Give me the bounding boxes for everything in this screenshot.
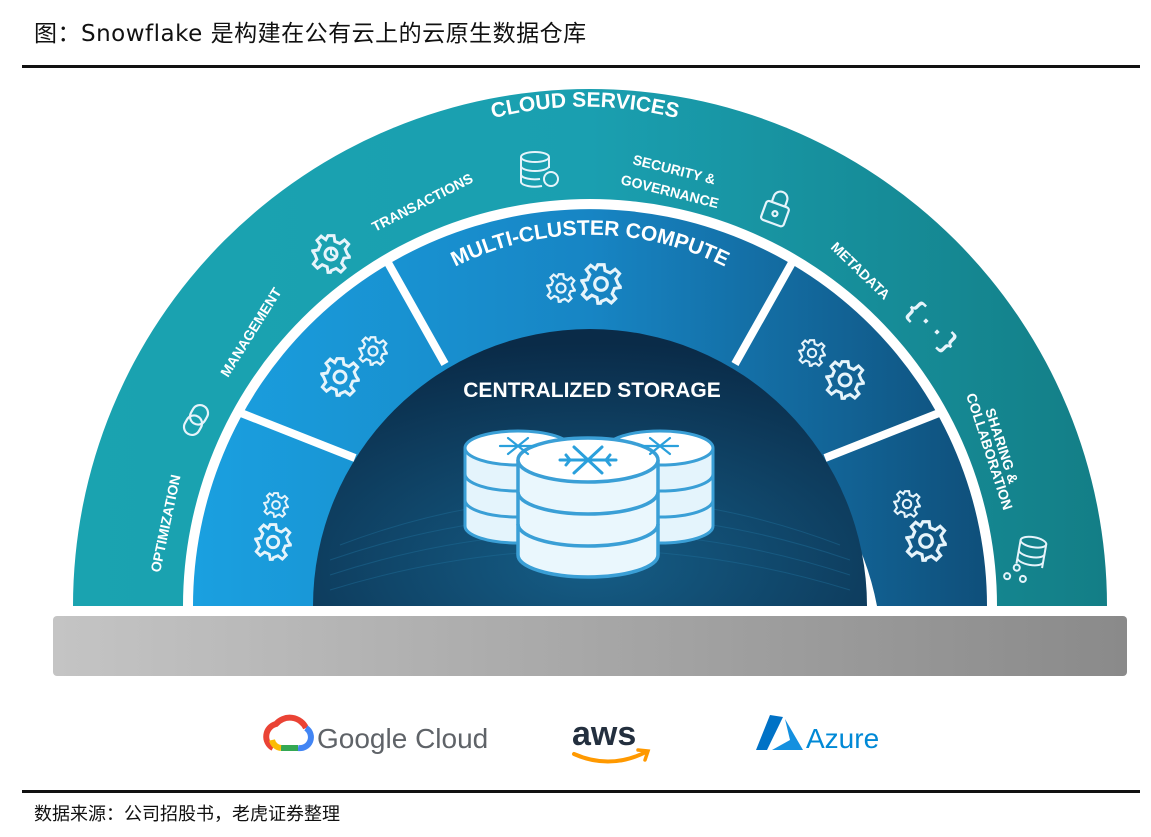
compute-ring <box>193 209 987 606</box>
clock-gear-icon <box>311 234 351 274</box>
google-cloud-logo: Google Cloud <box>263 714 488 754</box>
lock-icon <box>759 190 790 228</box>
snowflake-icon <box>498 436 538 456</box>
cloud-services-arc <box>73 89 1107 606</box>
aws-logo: aws <box>572 715 651 764</box>
aws-text: aws <box>572 715 636 753</box>
database-sync-icon <box>520 151 559 188</box>
azure-text: Azure <box>806 723 879 754</box>
bottom-rule <box>22 790 1140 793</box>
top-rule <box>22 65 1140 68</box>
cloud-platform-base <box>53 616 1127 676</box>
link-icon <box>182 403 210 437</box>
snowflake-icon <box>558 445 618 475</box>
source-note: 数据来源：公司招股书，老虎证券整理 <box>34 804 340 825</box>
storage-label: CENTRALIZED STORAGE <box>463 379 720 402</box>
snowflake-icon <box>640 436 680 456</box>
azure-logo: Azure <box>756 715 879 754</box>
database-share-icon <box>1003 535 1048 583</box>
compute-separators <box>239 259 941 462</box>
google-cloud-text: Google Cloud <box>317 723 488 754</box>
figure-title: 图：Snowflake 是构建在公有云上的云原生数据仓库 <box>34 21 587 47</box>
